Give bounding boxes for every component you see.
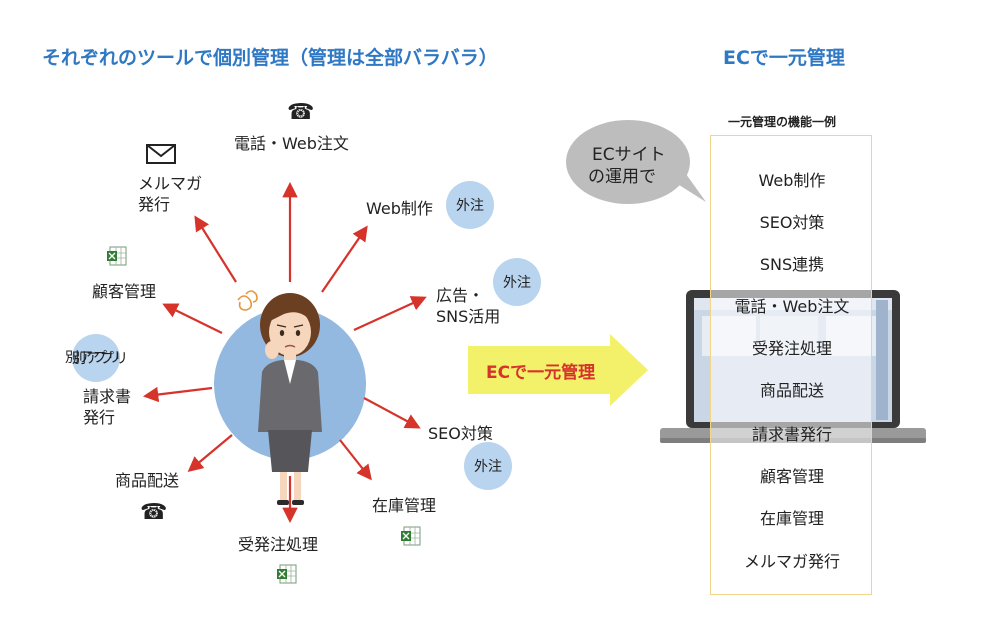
speech-text-line2: の運用で	[588, 167, 656, 187]
list-item: SNS連携	[759, 255, 825, 274]
right-heading: ECで一元管理	[723, 47, 845, 69]
radiating-arrows	[142, 181, 427, 524]
outsource-bubble-ad: 外注	[493, 258, 541, 306]
arrow-delivery	[187, 434, 233, 472]
list-item: 受発注処理	[751, 339, 832, 358]
arrow-web	[321, 225, 368, 293]
arrow-label: ECで一元管理	[486, 363, 596, 383]
arrow-invoice	[142, 386, 213, 403]
node-seo: SEO対策	[428, 424, 493, 443]
list-item: メルマガ発行	[743, 552, 840, 571]
node-mail-line2: 発行	[138, 195, 171, 214]
spreadsheet-icon	[276, 563, 298, 585]
phone-icon: ☎	[140, 500, 168, 525]
node-ad-line2: SNS活用	[436, 307, 501, 326]
node-invoice-line2: 発行	[83, 408, 116, 427]
spreadsheet-icon	[400, 525, 422, 547]
node-invoice-line1: 請求書	[83, 387, 132, 406]
arrow-ad	[353, 296, 427, 332]
list-item: Web制作	[758, 171, 826, 190]
arrow-customer	[162, 303, 223, 334]
arrow-seo	[363, 397, 421, 429]
mail-icon	[146, 144, 176, 164]
list-item: 請求書発行	[751, 425, 832, 444]
left-heading: それぞれのツールで個別管理（管理は全部バラバラ）	[42, 47, 498, 69]
speech-bubble	[566, 120, 706, 204]
arrow-stock	[339, 439, 372, 481]
list-item: SEO対策	[759, 213, 825, 232]
big-yellow-arrow	[468, 334, 648, 406]
node-order: 受発注処理	[238, 535, 319, 554]
node-ad-line1: 広告・	[436, 286, 485, 305]
node-web: Web制作	[366, 199, 433, 218]
feature-list-box: Web制作 SEO対策 SNS連携 電話・Web注文 受発注処理 商品配送 請求…	[710, 135, 872, 595]
list-item: 顧客管理	[759, 467, 824, 486]
confused-squiggle-icon	[237, 290, 258, 311]
node-customer: 顧客管理	[92, 282, 157, 301]
list-item: 在庫管理	[759, 509, 824, 528]
node-stock: 在庫管理	[372, 496, 437, 515]
arrow-mail	[194, 215, 237, 283]
separate-app-bubble: 別アプリ	[72, 334, 128, 382]
outsource-bubble-web: 外注	[446, 181, 494, 229]
node-mail-line1: メルマガ	[138, 174, 203, 193]
worried-person-illustration	[258, 293, 322, 505]
speech-text-line1: ECサイト	[592, 145, 666, 165]
list-caption: 一元管理の機能一例	[728, 115, 837, 129]
node-phone-web: 電話・Web注文	[234, 134, 349, 153]
list-item: 商品配送	[759, 381, 824, 400]
separate-app-label: 別アプリ	[65, 350, 121, 366]
phone-icon: ☎	[287, 100, 315, 125]
node-delivery: 商品配送	[115, 471, 180, 490]
outsource-bubble-seo: 外注	[464, 442, 512, 490]
list-item: 電話・Web注文	[734, 297, 850, 316]
spreadsheet-icon	[106, 245, 128, 267]
